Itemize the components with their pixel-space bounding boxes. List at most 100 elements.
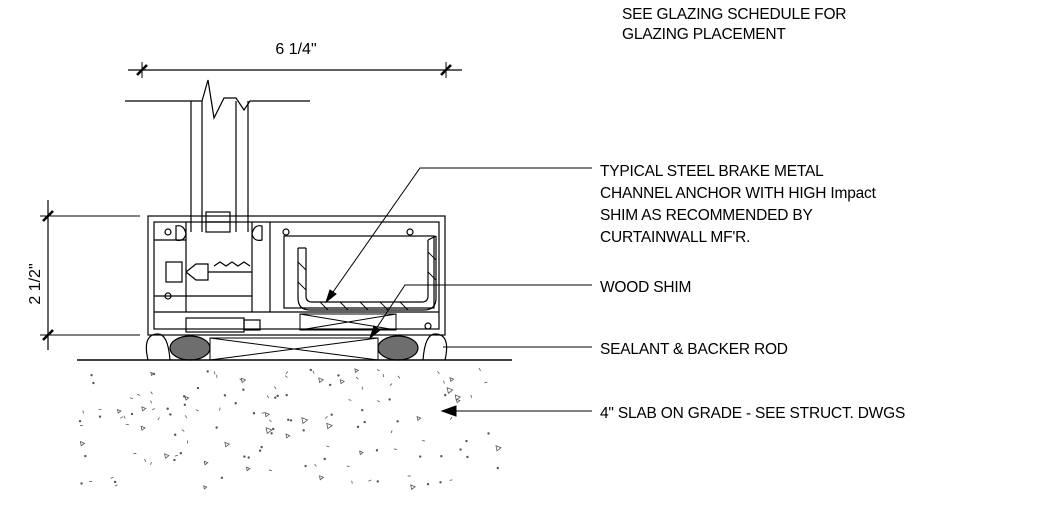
concrete-grain (397, 375, 401, 379)
callout-leaders (324, 167, 592, 417)
concrete-grain (144, 459, 147, 463)
concrete-dot (440, 454, 443, 458)
leader-slab-arrow (440, 405, 457, 417)
concrete-dot (466, 455, 469, 459)
concrete-aggregate (495, 445, 502, 452)
thermal-break-clip (185, 263, 209, 281)
concrete-dot (426, 482, 430, 486)
concrete-grain (150, 391, 153, 395)
concrete-grain (261, 412, 265, 414)
concrete-grain (348, 399, 352, 401)
concrete-grain (203, 461, 206, 466)
concrete-grain (368, 479, 372, 482)
concrete-grain (149, 400, 153, 404)
concrete-aggregate (140, 425, 146, 431)
concrete-dot (418, 455, 422, 458)
slab-concrete-hatch (78, 367, 502, 491)
concrete-aggregate (455, 398, 461, 404)
concrete-dot (323, 457, 326, 461)
concrete-dot (388, 398, 391, 401)
anchor-callout: TYPICAL STEEL BRAKE METAL CHANNEL ANCHOR… (600, 163, 877, 246)
concrete-grain (437, 371, 440, 374)
concrete-dot (258, 449, 262, 452)
width-dimension-tick-left (136, 64, 148, 76)
wood-shim-cross-2 (209, 337, 379, 361)
sealant-and-backer-rods (145, 333, 448, 361)
concrete-dot (439, 481, 442, 484)
concrete-dot (223, 394, 227, 397)
concrete-grain (213, 371, 216, 375)
concrete-dot (174, 433, 177, 436)
steel-channel-anchor (297, 235, 437, 311)
concrete-dot (272, 427, 275, 431)
concrete-grain (195, 409, 199, 412)
channel-hatch-5 (399, 301, 409, 311)
concrete-dot (166, 407, 169, 410)
concrete-grain (284, 375, 288, 378)
concrete-grain (314, 463, 317, 467)
concrete-aggregate (339, 379, 345, 385)
concrete-dot (196, 386, 200, 390)
concrete-dot (98, 415, 102, 418)
anchor-callout-line-2: CHANNEL ANCHOR WITH HIGH Impact (600, 185, 877, 202)
channel-hatch-8 (427, 251, 437, 261)
concrete-dot (274, 396, 277, 399)
concrete-grain (274, 386, 277, 390)
concrete-grain (389, 383, 393, 386)
concrete-dot (444, 393, 447, 397)
channel-anchor-outer (297, 236, 437, 311)
concrete-grain (269, 419, 272, 423)
concrete-dot (276, 394, 279, 398)
concrete-grain (150, 461, 152, 465)
concrete-grain (326, 445, 330, 448)
concrete-aggregate (359, 450, 364, 456)
concrete-aggregate (354, 368, 360, 374)
concrete-dot (179, 452, 183, 455)
wood-shim (209, 313, 397, 361)
concrete-aggregate (184, 395, 190, 401)
concrete-dot (206, 370, 209, 373)
sealant-callout: SEALANT & BACKER ROD (600, 341, 788, 358)
concrete-grain (151, 408, 156, 410)
channel-hatch-6 (297, 261, 307, 271)
width-dimension-label: 6 1/4" (275, 41, 316, 58)
concrete-aggregate (203, 485, 208, 490)
concrete-dot (183, 403, 187, 406)
concrete-dot (92, 381, 95, 385)
concrete-aggregate (318, 475, 325, 481)
sealant-bead-left (145, 333, 171, 361)
concrete-dot (247, 456, 250, 459)
concrete-grain (324, 416, 328, 419)
concrete-aggregate (245, 466, 251, 472)
anchor-callout-line-4: CURTAINWALL MF'R. (600, 229, 750, 246)
concrete-aggregate (116, 408, 122, 414)
concrete-aggregate (416, 415, 422, 421)
concrete-dot (130, 412, 134, 416)
concrete-grain (470, 394, 473, 398)
anchor-bolt-head (165, 261, 183, 283)
screw-race-1 (164, 228, 172, 236)
concrete-aggregate (265, 427, 273, 435)
concrete-grain (82, 410, 84, 414)
height-dimension-tick-top (42, 210, 54, 222)
concrete-aggregate (410, 484, 416, 491)
concrete-dot (270, 432, 273, 435)
concrete-grain (157, 417, 160, 421)
concrete-dot (376, 480, 379, 483)
concrete-grain (219, 407, 221, 411)
concrete-grain (377, 400, 381, 403)
anchor-callout-line-1: TYPICAL STEEL BRAKE METAL (600, 163, 824, 180)
channel-hatch-1 (319, 301, 329, 311)
wood-shim-callout: WOOD SHIM (600, 279, 691, 296)
leader-wood-shim-arrow (368, 325, 381, 340)
sill-frame-extrusion (147, 215, 446, 336)
concrete-dot (78, 419, 82, 423)
anchor-shim-box (299, 313, 397, 331)
concrete-dot (361, 408, 364, 412)
concrete-grain (376, 369, 380, 372)
anchor-shim-cross-2 (299, 313, 397, 331)
concrete-dot (465, 439, 468, 443)
concrete-aggregate (79, 440, 86, 447)
concrete-dot (234, 402, 237, 405)
